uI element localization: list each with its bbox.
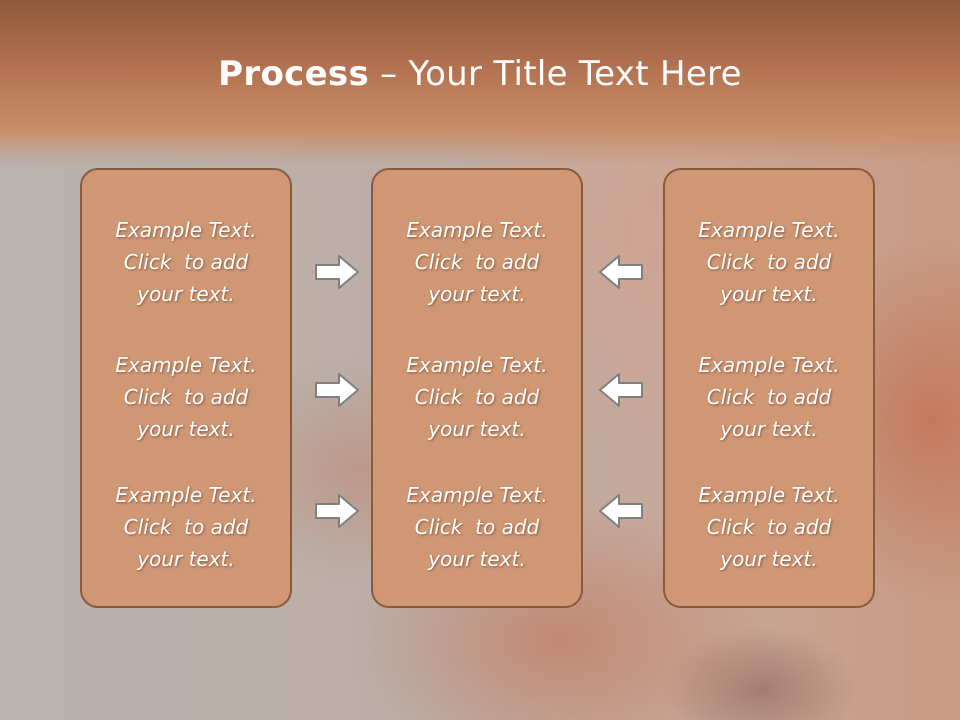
text-block[interactable]: Example Text. Click to add your text. xyxy=(665,479,873,575)
text-line: Example Text. xyxy=(406,353,548,377)
text-block[interactable]: Example Text. Click to add your text. xyxy=(82,479,290,575)
text-block[interactable]: Example Text. Click to add your text. xyxy=(373,479,581,575)
text-line: your text. xyxy=(720,417,818,441)
text-line: Click to add xyxy=(414,385,540,409)
text-line: Click to add xyxy=(706,515,832,539)
text-line: Click to add xyxy=(414,515,540,539)
text-line: Example Text. xyxy=(115,483,257,507)
text-line: Example Text. xyxy=(698,353,840,377)
text-line: Click to add xyxy=(706,385,832,409)
text-line: your text. xyxy=(137,547,235,571)
arrow-left-icon xyxy=(599,255,643,289)
process-panel-center[interactable]: Example Text. Click to add your text. Ex… xyxy=(371,168,583,608)
text-line: Example Text. xyxy=(406,218,548,242)
text-block[interactable]: Example Text. Click to add your text. xyxy=(665,349,873,445)
arrow-right-icon xyxy=(315,494,359,528)
arrow-right-icon xyxy=(315,255,359,289)
text-line: Click to add xyxy=(414,250,540,274)
text-block[interactable]: Example Text. Click to add your text. xyxy=(82,349,290,445)
arrow-left-icon xyxy=(599,373,643,407)
text-block[interactable]: Example Text. Click to add your text. xyxy=(373,349,581,445)
text-line: Example Text. xyxy=(115,218,257,242)
title-bold: Process xyxy=(218,54,370,94)
text-block[interactable]: Example Text. Click to add your text. xyxy=(373,214,581,310)
text-line: your text. xyxy=(720,547,818,571)
text-line: your text. xyxy=(137,282,235,306)
text-block[interactable]: Example Text. Click to add your text. xyxy=(665,214,873,310)
text-line: your text. xyxy=(720,282,818,306)
header-band xyxy=(0,0,960,165)
text-line: Example Text. xyxy=(698,483,840,507)
text-line: Click to add xyxy=(123,250,249,274)
text-line: Example Text. xyxy=(406,483,548,507)
process-panel-right[interactable]: Example Text. Click to add your text. Ex… xyxy=(663,168,875,608)
text-block[interactable]: Example Text. Click to add your text. xyxy=(82,214,290,310)
process-panel-left[interactable]: Example Text. Click to add your text. Ex… xyxy=(80,168,292,608)
text-line: Example Text. xyxy=(115,353,257,377)
arrow-left-icon xyxy=(599,494,643,528)
arrow-right-icon xyxy=(315,373,359,407)
text-line: Click to add xyxy=(123,385,249,409)
text-line: your text. xyxy=(137,417,235,441)
text-line: Click to add xyxy=(706,250,832,274)
text-line: your text. xyxy=(428,417,526,441)
text-line: Click to add xyxy=(123,515,249,539)
text-line: your text. xyxy=(428,282,526,306)
title-rest: – Your Title Text Here xyxy=(369,54,742,94)
text-line: Example Text. xyxy=(698,218,840,242)
text-line: your text. xyxy=(428,547,526,571)
slide-title[interactable]: Process – Your Title Text Here xyxy=(0,54,960,94)
